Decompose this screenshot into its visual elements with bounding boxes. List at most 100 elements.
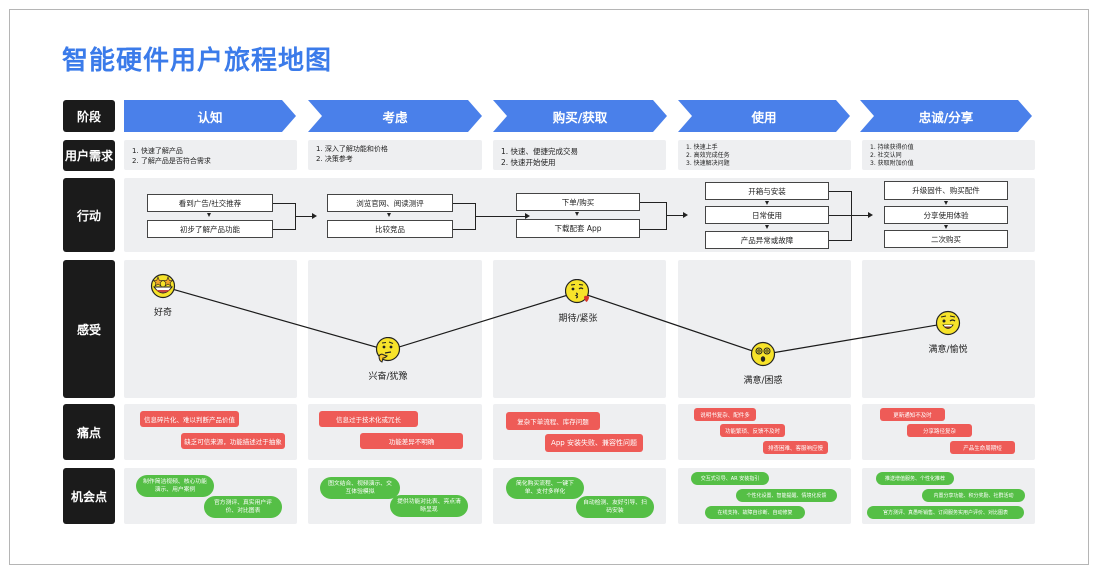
stage-arrow-loyalty: 忠诚/分享 <box>860 100 1032 132</box>
pain-point-tag: 分享路径复杂 <box>907 424 972 437</box>
pain-point-tag: 功能差异不明确 <box>360 433 463 449</box>
action-box: 初步了解产品功能 <box>147 220 273 238</box>
connector-line <box>640 202 666 203</box>
arrow-right-icon <box>525 213 530 219</box>
pain-point-tag: 说明书复杂、配件多 <box>694 408 756 421</box>
feeling-label: 满意/困惑 <box>743 376 783 387</box>
opportunity-tag: 交互式引导、AR 安装指引 <box>691 472 769 485</box>
need-item: 2. 快速开始使用 <box>501 158 556 167</box>
pain-point-tag: 信息过于技术化或冗长 <box>319 411 418 427</box>
opportunity-tag: 官方测评、真实用户评价、对比图表 <box>204 496 282 518</box>
action-box: 升级固件、购买配件 <box>884 181 1008 200</box>
connector-line <box>295 216 313 217</box>
connector-line <box>273 229 295 230</box>
stage-arrow-usage: 使用 <box>678 100 850 132</box>
feeling-label: 满意/愉悦 <box>928 345 968 356</box>
row-label-feelings: 感受 <box>63 260 115 398</box>
action-box: 二次购买 <box>884 230 1008 248</box>
need-item: 1. 快速上手 <box>686 144 718 151</box>
connector-line <box>273 203 295 204</box>
connector-line <box>829 240 851 241</box>
opportunity-tag: 制作简洁视频、核心功能演示、用户案例 <box>136 475 214 497</box>
actions-row <box>124 178 1035 252</box>
down-arrow-icon <box>575 212 579 216</box>
feeling-label: 兴奋/犹豫 <box>368 372 408 383</box>
action-box: 产品异常或故障 <box>705 231 829 249</box>
down-arrow-icon <box>944 225 948 229</box>
need-item: 1. 持续获得价值 <box>870 144 914 151</box>
star-struck-face-icon <box>150 274 176 299</box>
action-box: 开箱与安装 <box>705 182 829 200</box>
needs-cell-awareness: 1. 快速了解产品 2. 了解产品是否符合需求 <box>124 140 297 170</box>
opportunity-tag: 推送增值服务、个性化推荐 <box>876 472 954 485</box>
opportunity-tag: 自动检测、友好引导、扫码安装 <box>576 496 654 518</box>
opportunity-tag: 提供功能对比表、亮点清晰呈现 <box>390 495 468 517</box>
page-title: 智能硬件用户旅程地图 <box>62 46 333 76</box>
need-item: 2. 高效完成任务 <box>686 152 730 159</box>
winking-face-icon <box>935 311 961 336</box>
action-box: 浏览官网、阅读测评 <box>327 194 453 212</box>
pain-point-tag: 功能繁琐、反馈不及时 <box>720 424 785 437</box>
action-box: 比较竞品 <box>327 220 453 238</box>
opportunity-tag: 在线支持、故障自诊断、自动修复 <box>705 506 805 519</box>
connector-line <box>851 215 869 216</box>
needs-cell-consideration: 1. 深入了解功能和价格 2. 决策参考 <box>308 140 482 170</box>
opportunity-tag: 图文结合、视频演示、交互体验模拟 <box>320 477 400 499</box>
needs-cell-loyalty: 1. 持续获得价值 2. 社交认同 3. 获取附加价值 <box>862 140 1035 170</box>
pain-point-tag: 产品生命周期短 <box>950 441 1015 454</box>
connector-line <box>640 229 666 230</box>
down-arrow-icon <box>387 213 391 217</box>
need-item: 3. 快速解决问题 <box>686 160 730 167</box>
needs-cell-usage: 1. 快速上手 2. 高效完成任务 3. 快速解决问题 <box>678 140 851 170</box>
pain-point-tag: 排查困难、客服响应慢 <box>763 441 828 454</box>
needs-cell-purchase: 1. 快速、便捷完成交易 2. 快速开始使用 <box>493 140 666 170</box>
row-label-stage: 阶段 <box>63 100 115 132</box>
action-box: 日常使用 <box>705 206 829 224</box>
need-item: 2. 了解产品是否符合需求 <box>132 157 211 165</box>
need-item: 2. 社交认同 <box>870 152 902 159</box>
action-box: 下单/购买 <box>516 193 640 211</box>
connector-line <box>851 191 852 241</box>
opportunity-tag: 个性化设置、智能提醒、情境化反馈 <box>736 489 837 502</box>
opportunity-tag: 内置分享功能、积分奖励、社群活动 <box>922 489 1025 502</box>
feeling-label: 好奇 <box>153 308 173 319</box>
dizzy-face-icon <box>750 342 776 367</box>
connector-line <box>666 215 684 216</box>
down-arrow-icon <box>765 225 769 229</box>
action-box: 下载配套 App <box>516 219 640 238</box>
row-label-needs: 用户需求 <box>63 140 115 171</box>
down-arrow-icon <box>765 201 769 205</box>
connector-line <box>453 229 475 230</box>
need-item: 1. 深入了解功能和价格 <box>316 145 388 153</box>
pain-point-tag: 复杂下单流程、库存问题 <box>506 412 600 430</box>
pain-point-tag: App 安装失败、兼容性问题 <box>545 434 643 452</box>
connector-line <box>453 203 475 204</box>
opportunity-tag: 官方测评、真愚听销售、订阅服务实用户评价、对比图表 <box>867 506 1024 519</box>
down-arrow-icon <box>207 213 211 217</box>
connector-line <box>475 216 525 217</box>
opportunity-tag: 简化购买流程、一键下单、支付多样化 <box>506 477 584 499</box>
need-item: 3. 获取附加价值 <box>870 160 914 167</box>
stage-arrow-awareness: 认知 <box>124 100 296 132</box>
pain-point-tag: 更新通知不及时 <box>880 408 945 421</box>
down-arrow-icon <box>944 201 948 205</box>
pain-point-tag: 信息碎片化、难以判断产品价值 <box>140 411 239 427</box>
need-item: 1. 快速、便捷完成交易 <box>501 147 579 156</box>
feeling-label: 期待/紧张 <box>558 313 598 324</box>
arrow-right-icon <box>868 212 873 218</box>
action-box: 分享使用体验 <box>884 206 1008 224</box>
thinking-face-icon <box>375 337 401 364</box>
row-label-opportunities: 机会点 <box>63 468 115 524</box>
action-box: 看到广告/社交推荐 <box>147 194 273 212</box>
row-label-pain-points: 痛点 <box>63 404 115 460</box>
arrow-right-icon <box>683 212 688 218</box>
connector-line <box>666 202 667 230</box>
connector-line <box>829 215 851 216</box>
pain-point-tag: 缺乏可信来源，功能描述过于抽象 <box>181 433 285 449</box>
stage-arrow-consideration: 考虑 <box>308 100 482 132</box>
row-label-actions: 行动 <box>63 178 115 252</box>
need-item: 2. 决策参考 <box>316 155 353 163</box>
need-item: 1. 快速了解产品 <box>132 147 183 155</box>
kissing-face-icon <box>565 278 590 304</box>
connector-line <box>829 191 851 192</box>
